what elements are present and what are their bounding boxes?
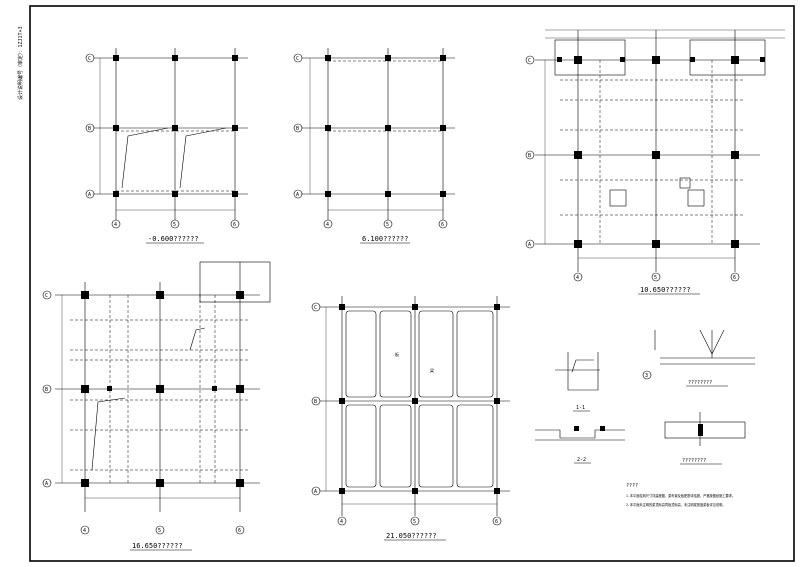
detail-title: 1-1 — [576, 405, 585, 411]
grid-label: 5 — [386, 222, 389, 228]
grid-label: 5 — [158, 528, 161, 534]
grid-label: B — [88, 126, 91, 132]
grid-label: B — [314, 399, 317, 405]
plan-p3: C B A 4 5 6 10.650?????? — [525, 29, 785, 295]
grid-label: 5 — [654, 275, 657, 281]
grid-label: B — [45, 387, 48, 393]
grid-label: 4 — [326, 222, 329, 228]
general-notes: ???? 1.本平面柱网尺寸详建施图，梁布置及板配筋详结施，严格按图纸施工要求。… — [626, 483, 735, 507]
grid-label: B — [528, 153, 531, 159]
grid-bubbles-p5: C B A 4 5 6 — [311, 302, 502, 526]
grid-label: 4 — [83, 528, 86, 534]
plan-title: 6.100?????? — [362, 235, 408, 243]
detail-d2: ???????? — [664, 412, 746, 465]
note-line-2: 2.本平面未注明的梁顶标高同板顶标高，未注明梁宽度梁板详见说明。 — [626, 502, 725, 507]
grid-label: C — [528, 58, 531, 64]
side-title-block: 设计说明编号（审定）：1ZJ1T+3 — [17, 26, 24, 100]
detail-d1: 3 ???????? — [642, 329, 755, 387]
grid-label: 5 — [173, 222, 176, 228]
grid-label: A — [528, 242, 531, 248]
grid-label: B — [296, 126, 299, 132]
plan-p4: C B A 4 5 6 16.650?????? — [42, 261, 271, 551]
side-title: 设计说明编号（审定）：1ZJ1T+3 — [17, 26, 24, 100]
grid-label: 5 — [413, 519, 416, 525]
grid-label: 6 — [733, 275, 736, 281]
plan-title: -0.600?????? — [148, 235, 199, 243]
grid-label: C — [296, 56, 299, 62]
plan-title: 10.650?????? — [640, 286, 691, 294]
plan-p2: C B A 4 5 6 6.100?????? — [293, 48, 455, 244]
grid-bubbles-p2: C B A 4 5 6 — [293, 53, 448, 229]
grid-label: 4 — [340, 519, 343, 525]
plan-p1: C B A 4 5 6 -0.600?????? — [85, 48, 248, 244]
grid-bubbles-p4: C B A 4 5 6 — [42, 290, 245, 535]
grid-label: C — [45, 293, 48, 299]
notes-title: ???? — [626, 483, 638, 489]
grid-label: C — [88, 56, 91, 62]
detail-2-2: 2-2 — [535, 426, 625, 464]
note-line-1: 1.本平面柱网尺寸详建施图，梁布置及板配筋详结施，严格按图纸施工要求。 — [626, 493, 735, 498]
grid-bubbles-p3: C B A 4 5 6 — [525, 55, 740, 282]
grid-label: 4 — [576, 275, 579, 281]
plan-p5: 梁 板 C B A 4 5 6 21.050?????? — [311, 296, 510, 541]
grid-label: A — [296, 192, 299, 198]
grid-label: 4 — [114, 222, 117, 228]
plan-title: 16.650?????? — [132, 542, 183, 550]
sheet-border — [29, 5, 795, 562]
beam-label: 梁 — [430, 367, 434, 373]
grid-bubbles-p1: C B A 4 5 6 — [85, 53, 240, 229]
slab-label: 板 — [395, 351, 399, 357]
grid-label: A — [45, 481, 48, 487]
slab-panels — [345, 310, 494, 488]
grid-label: 6 — [441, 222, 444, 228]
grid-label: C — [314, 305, 317, 311]
detail-mark: 3 — [645, 373, 648, 379]
detail-title: ???????? — [688, 380, 712, 386]
detail-title: 2-2 — [577, 457, 586, 463]
grid-label: A — [88, 192, 91, 198]
grid-label: 6 — [238, 528, 241, 534]
detail-title: ???????? — [682, 458, 706, 464]
grid-label: A — [314, 489, 317, 495]
grid-label: 6 — [495, 519, 498, 525]
detail-1-1: 1-1 — [555, 352, 600, 412]
grid-label: 6 — [233, 222, 236, 228]
plan-title: 21.050?????? — [386, 532, 437, 540]
